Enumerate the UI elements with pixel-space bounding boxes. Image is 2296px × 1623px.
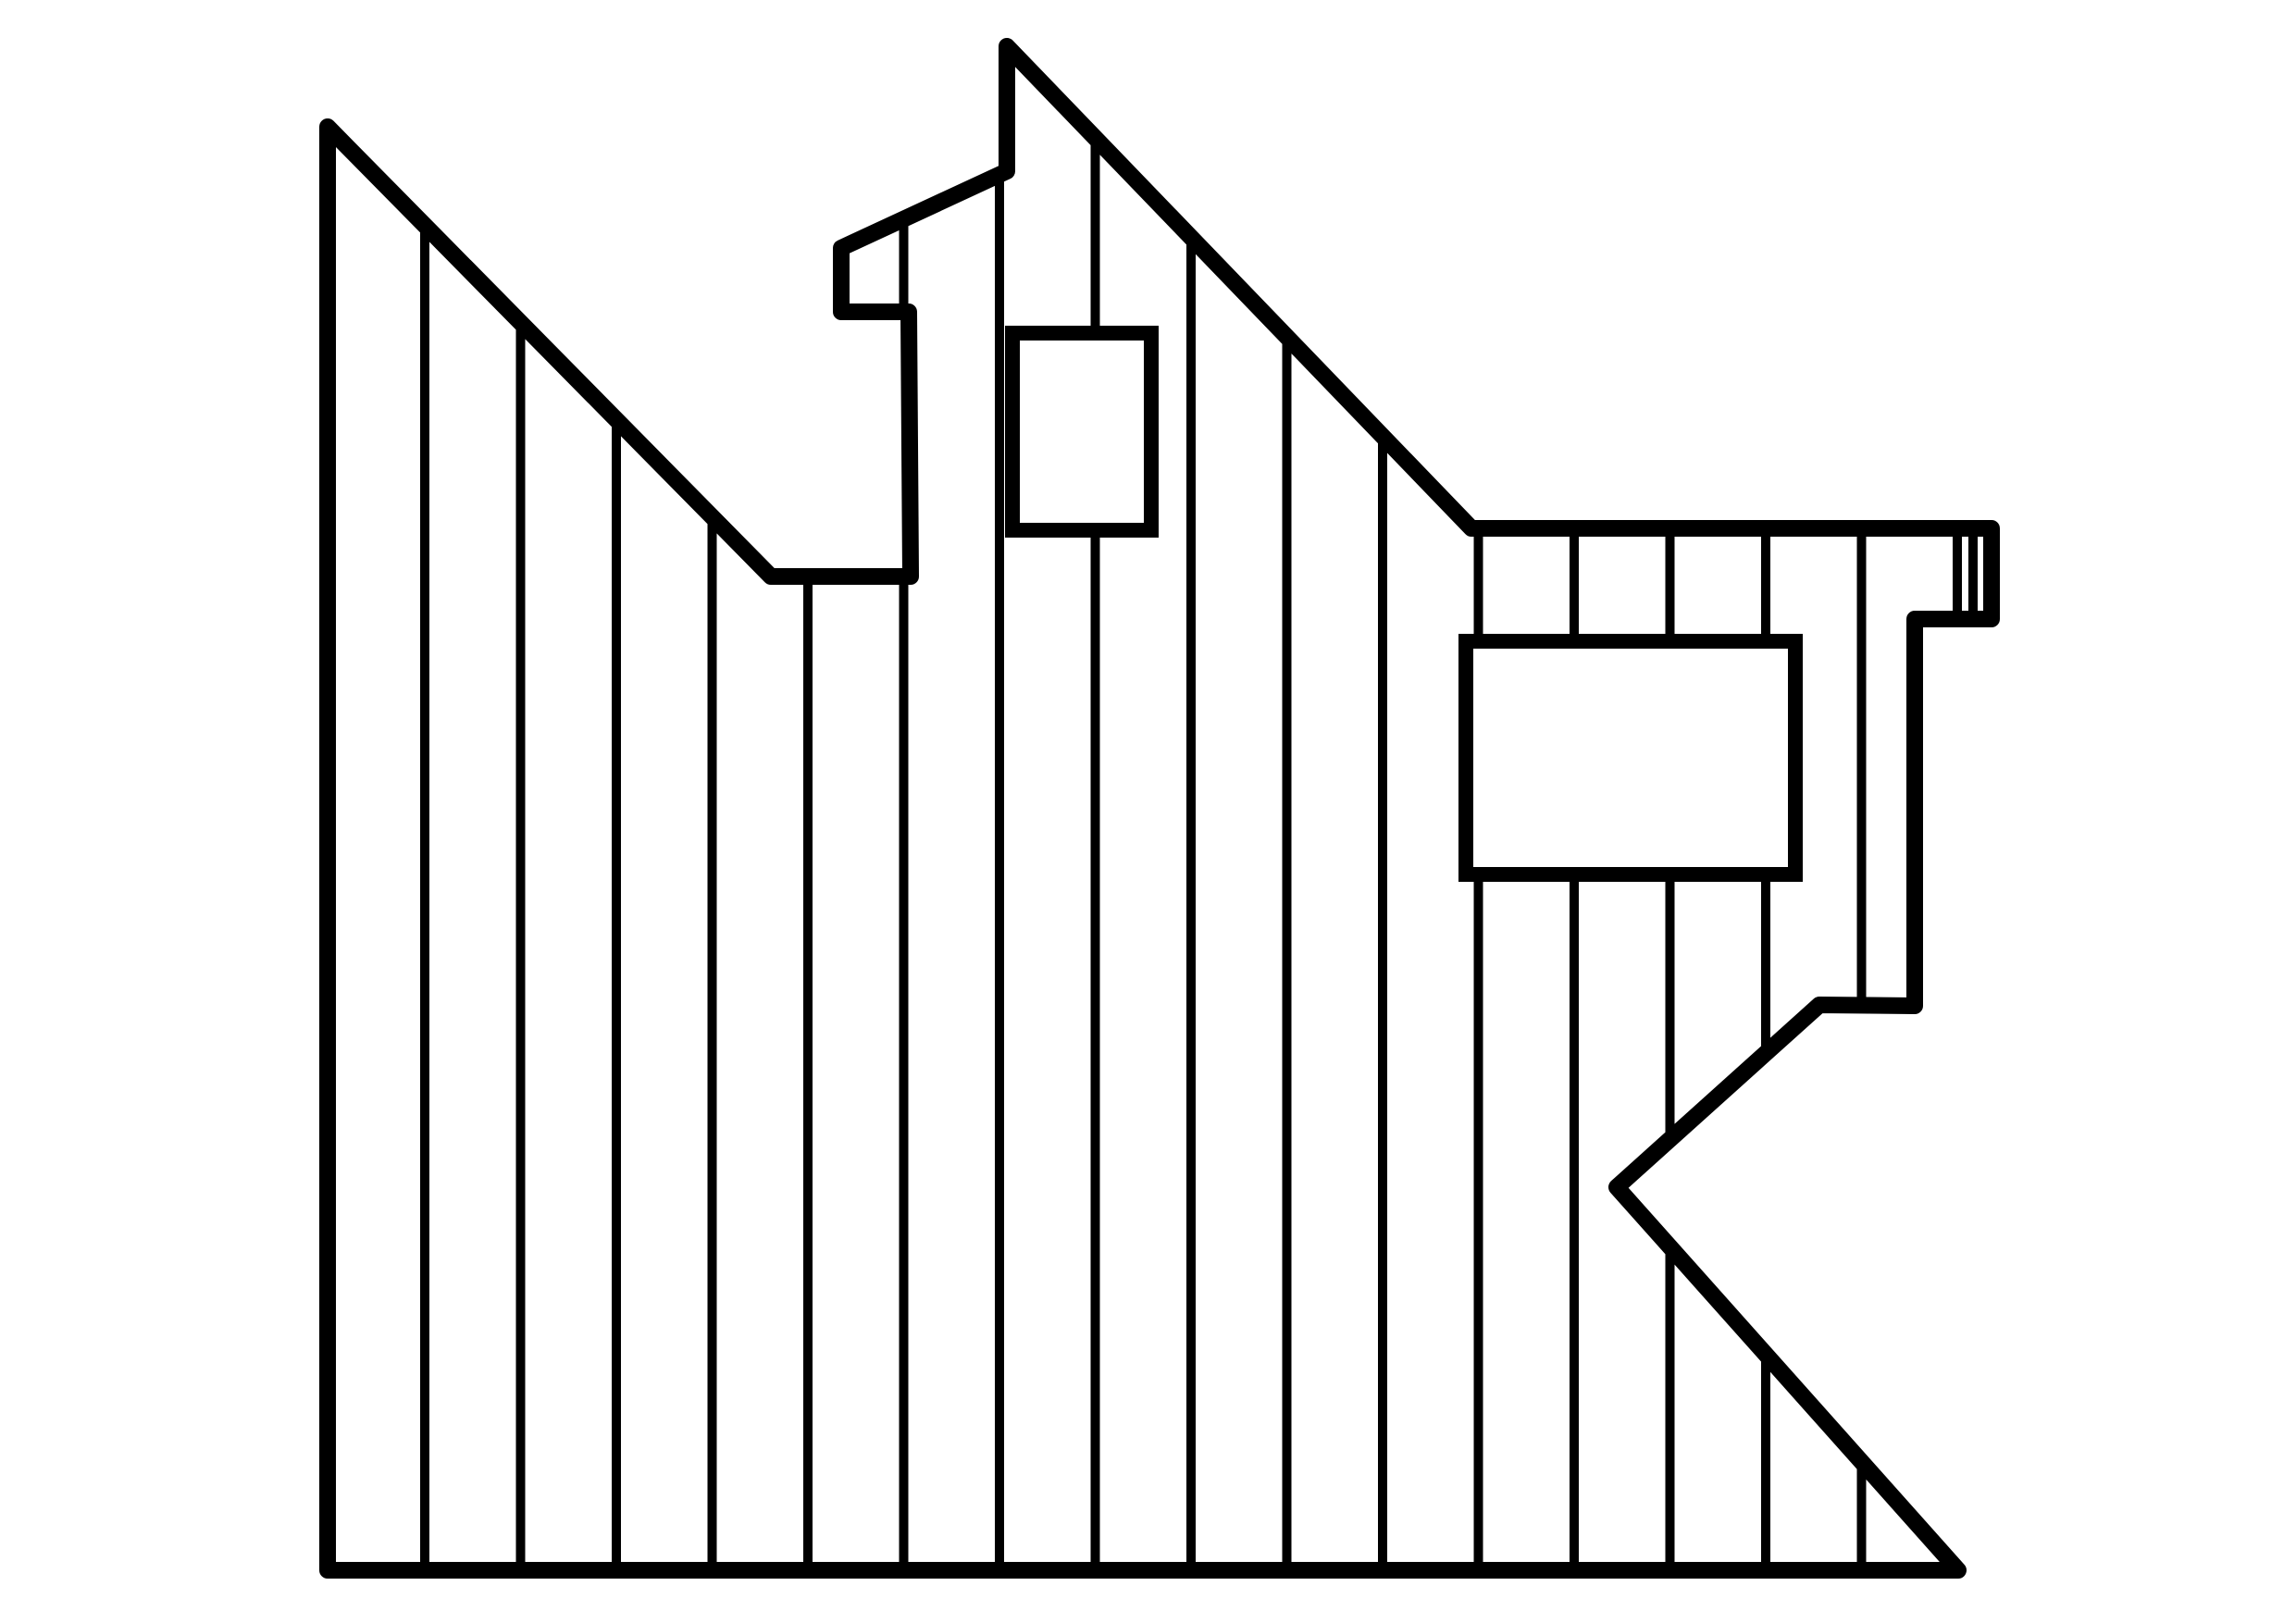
small-square-opening xyxy=(1005,326,1159,538)
wide-rectangular-opening xyxy=(1458,634,1803,882)
building-outline xyxy=(319,38,2000,1579)
